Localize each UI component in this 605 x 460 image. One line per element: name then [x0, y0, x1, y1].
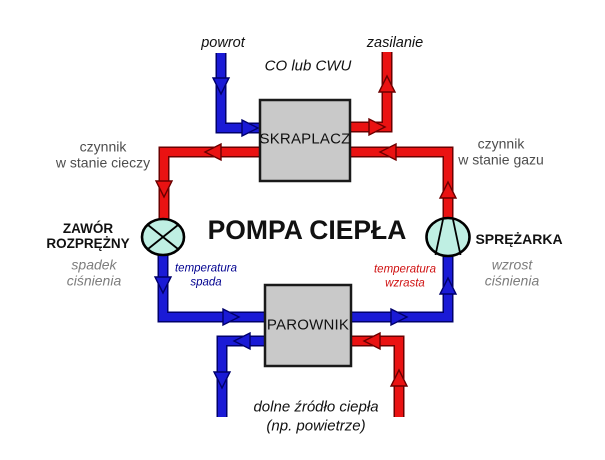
- temperature-rise-note: temperatura wzrasta: [373, 263, 437, 290]
- supply-label: zasilanie: [366, 34, 424, 51]
- page-title: POMPA CIEPŁA: [207, 215, 407, 246]
- flow-arrow-down-icon: [153, 276, 173, 295]
- flow-arrow-up-icon: [438, 276, 458, 295]
- flow-arrow-left-icon: [203, 142, 222, 162]
- expansion-valve-effect: spadek ciśnienia: [66, 256, 122, 288]
- flow-arrow-down-icon: [212, 371, 232, 390]
- compressor-label: SPRĘŻARKA: [475, 231, 563, 248]
- return-label: powrot: [201, 34, 245, 51]
- compressor-icon: [425, 216, 471, 258]
- expansion-valve-label: ZAWÓR ROZPRĘŻNY: [46, 220, 130, 251]
- circuit-label: CO lub CWU: [264, 57, 352, 75]
- expansion-valve-icon: [140, 217, 186, 257]
- flow-arrow-right-icon: [222, 307, 241, 327]
- heat-source-label: dolne źródło ciepła (np. powietrze): [253, 398, 379, 434]
- return-pipe: [215, 53, 262, 134]
- source-outlet-pipe: [216, 335, 266, 417]
- evaporator-label: PAROWNIK: [266, 316, 350, 334]
- flow-arrow-left-icon: [232, 331, 251, 351]
- temperature-drop-note: temperatura spada: [174, 262, 238, 289]
- flow-arrow-down-icon: [154, 180, 174, 199]
- flow-arrow-left-icon: [378, 142, 397, 162]
- condenser-label: SKRAPLACZ: [259, 130, 351, 148]
- refrigerant-liquid-label: czynnik w stanie cieczy: [55, 138, 151, 170]
- flow-arrow-right-icon: [368, 117, 387, 137]
- flow-arrow-right-icon: [390, 307, 409, 327]
- flow-arrow-left-icon: [362, 331, 381, 351]
- flow-arrow-right-icon: [241, 118, 260, 138]
- flow-arrow-up-icon: [377, 74, 397, 93]
- condenser-box: [258, 98, 352, 183]
- flow-arrow-up-icon: [389, 368, 409, 387]
- flow-arrow-up-icon: [438, 180, 458, 199]
- refrigerant-gas-label: czynnik w stanie gazu: [458, 135, 544, 167]
- flow-arrow-down-icon: [211, 77, 231, 96]
- compressor-effect: wzrost ciśnienia: [484, 256, 540, 288]
- evaporator-box: [263, 283, 353, 368]
